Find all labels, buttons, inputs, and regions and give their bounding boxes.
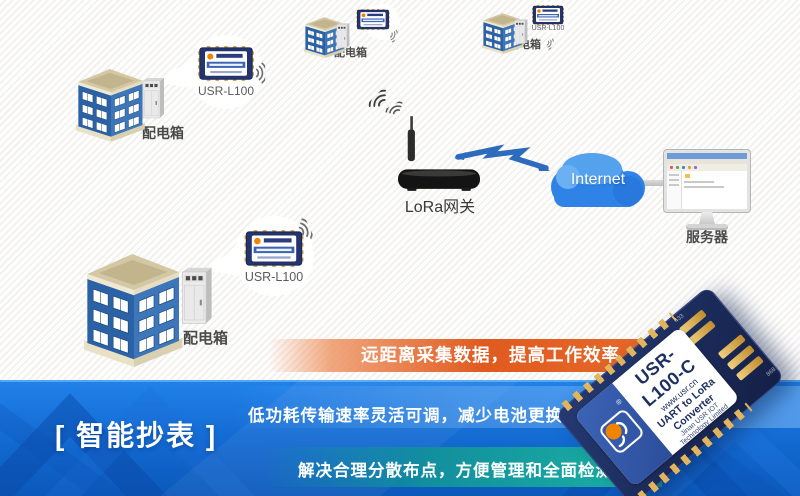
- cabinet-icon: [336, 21, 350, 51]
- lora-module-icon: [244, 230, 304, 267]
- module-label: ® USR-L100-C www.usr.cn UART to LoRa Con…: [573, 326, 741, 488]
- building-icon: [76, 60, 146, 145]
- banner-orange-text: 远距离采集数据，提高工作效率: [361, 345, 620, 365]
- server-label: 服务器: [686, 229, 728, 245]
- footer-title: [ 智能抄表 ]: [55, 420, 218, 451]
- module-caption: USR-L100: [244, 270, 304, 284]
- module-caption: USR-L100: [531, 25, 565, 32]
- app-content: [682, 171, 747, 209]
- registered-mark: ®: [615, 398, 624, 407]
- banner-blue-text: 低功耗传输速率灵活可调，减少电池更换频率: [248, 407, 598, 425]
- app-toolbar: [667, 164, 747, 171]
- app-tree-panel: [667, 171, 682, 209]
- cabinet-icon: [142, 76, 165, 122]
- app-titlebar: [667, 153, 747, 159]
- module-caption: USR-L100: [197, 84, 255, 98]
- gateway-label: LoRa网关: [404, 199, 476, 216]
- lora-module-icon: [198, 46, 254, 81]
- network-cable: [636, 180, 684, 186]
- product-module: 433 868 ® USR-L100-C www.usr.cn UART to …: [554, 285, 786, 496]
- device-label: 配电箱: [142, 125, 184, 141]
- cabinet-icon: [181, 263, 213, 331]
- app-body: [667, 171, 747, 209]
- lora-gateway-icon: [398, 116, 480, 193]
- usr-logo-icon: [597, 407, 646, 456]
- lora-module-icon: [532, 5, 564, 25]
- server-monitor: [664, 150, 750, 230]
- building-icon: [84, 240, 184, 372]
- server-screen: [664, 150, 750, 212]
- device-label: 配电箱: [183, 330, 229, 347]
- lora-module-icon: [356, 9, 390, 30]
- logo-panel: ®: [573, 383, 673, 488]
- banner-orange: 远距离采集数据，提高工作效率: [268, 339, 660, 372]
- app-menubar: [667, 159, 747, 164]
- folder-icon: [685, 174, 690, 178]
- internet-label: Internet: [570, 171, 626, 188]
- lightning-bolt-icon: [454, 144, 550, 171]
- monitor-stand: [699, 212, 715, 224]
- internet-cloud-icon: [551, 153, 645, 207]
- cabinet-icon: [514, 17, 528, 47]
- banner-teal-text: 解决合理分散布点，方便管理和全面检测: [298, 462, 613, 480]
- monitor-base: [686, 224, 728, 230]
